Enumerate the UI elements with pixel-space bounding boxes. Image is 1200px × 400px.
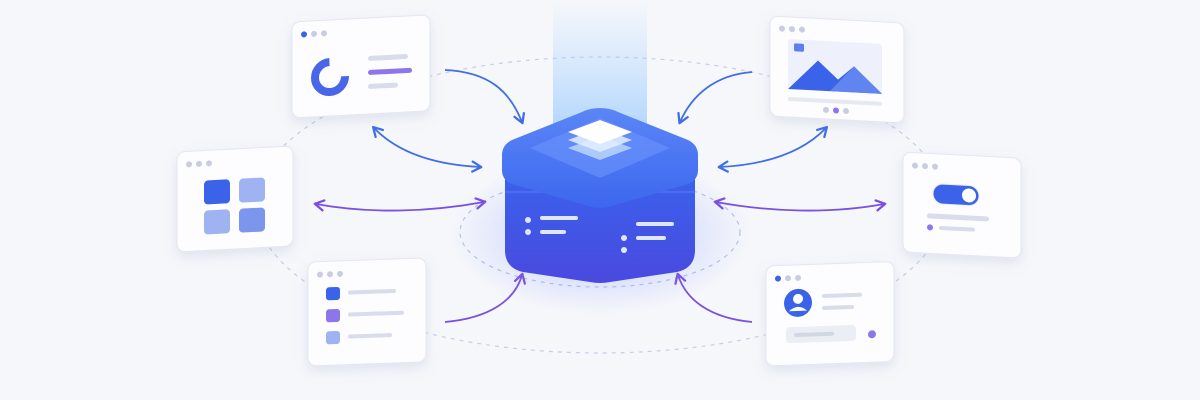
toggle-switch-icon (932, 183, 980, 206)
card-user-profile (765, 261, 895, 367)
central-hub (450, 0, 750, 315)
donut-chart-icon (311, 57, 349, 97)
card-checklist (307, 257, 427, 367)
card-grid-tiles (176, 145, 294, 253)
connection-arrows (313, 69, 887, 323)
arrow-bidirectional-image (717, 125, 829, 173)
image-landscape-icon (788, 39, 882, 94)
card-donut-chart (291, 14, 431, 119)
arrow-from-donut-card (444, 69, 526, 125)
arrow-from-image-card (677, 71, 753, 125)
grid-tiles-icon (204, 177, 265, 235)
server-front-right (621, 222, 674, 253)
layers-icon (568, 120, 632, 160)
card-toggle (902, 151, 1022, 259)
checklist-icon (326, 286, 404, 345)
cube-side (505, 175, 695, 283)
arrow-bidirectional-donut (371, 125, 483, 173)
user-avatar-icon (784, 288, 812, 317)
server-front-left (525, 216, 578, 235)
card-image (769, 15, 905, 124)
